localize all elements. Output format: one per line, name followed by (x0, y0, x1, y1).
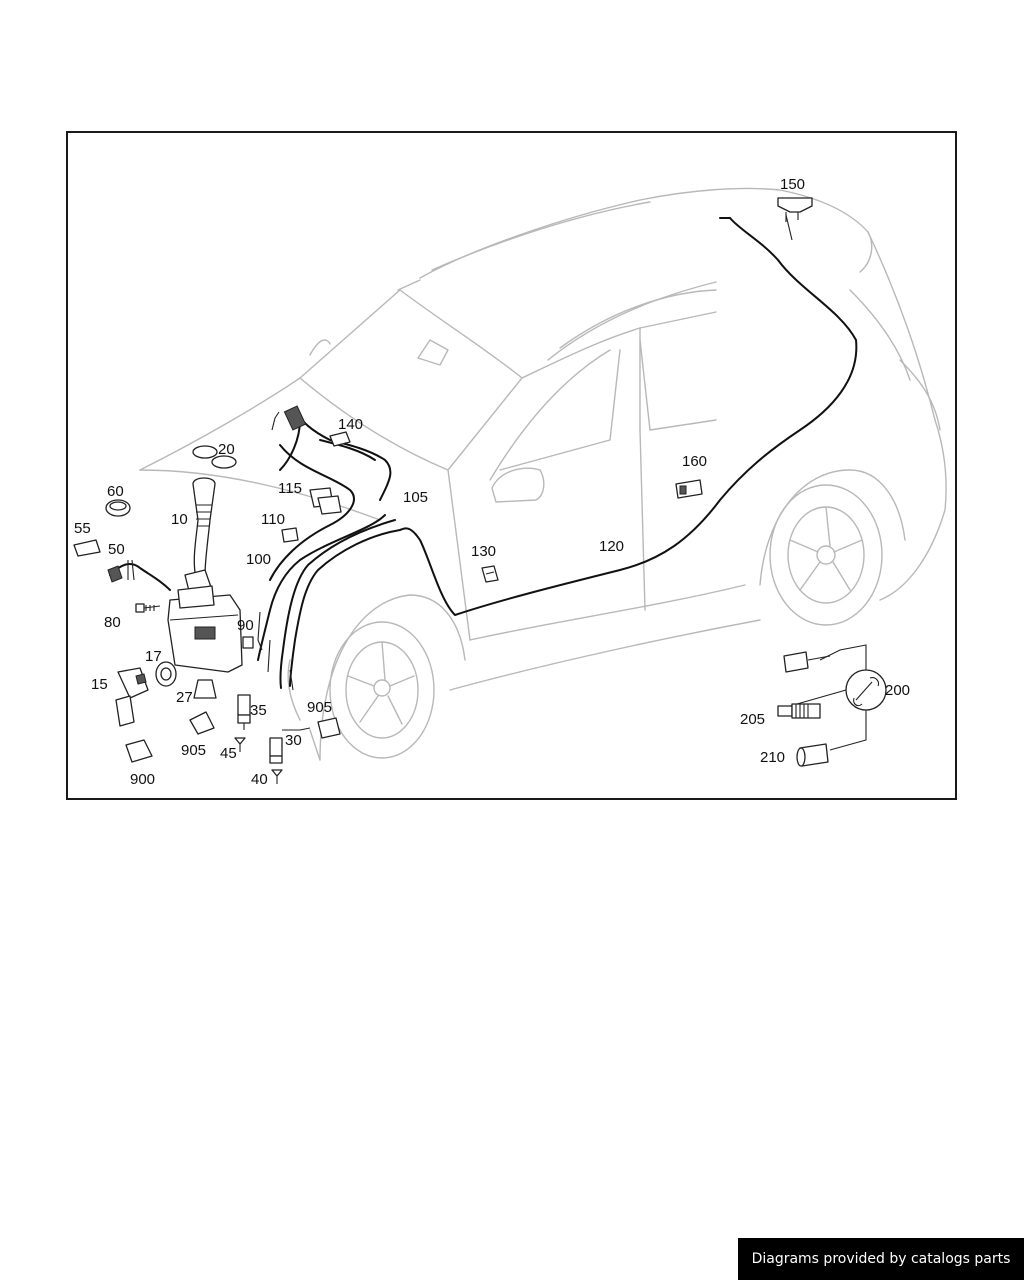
callout-45: 45 (220, 745, 237, 762)
callout-140: 140 (338, 416, 363, 433)
callout-130: 130 (471, 543, 496, 560)
callout-40: 40 (251, 771, 268, 788)
part-80-icon (135, 603, 161, 613)
callout-205: 205 (740, 711, 765, 728)
callout-100: 100 (246, 551, 271, 568)
callout-115: 115 (278, 480, 302, 497)
part-40-icon (271, 769, 283, 784)
part-30-pump-icon (269, 727, 311, 764)
credit-banner: Diagrams provided by catalogs parts (738, 1238, 1024, 1280)
washer-reservoir-icon (167, 585, 254, 673)
callout-30: 30 (285, 732, 302, 749)
connector-upper-icon (783, 651, 831, 673)
callout-110: 110 (261, 511, 285, 528)
callout-150: 150 (780, 176, 805, 193)
part-205-icon (777, 703, 821, 719)
part-17-icon (155, 661, 177, 687)
callout-labels: 150 140 20 60 10 55 50 80 90 17 15 27 35… (74, 176, 910, 788)
part-27-icon (193, 679, 217, 699)
callout-90: 90 (237, 617, 254, 634)
part-45-icon (234, 737, 246, 752)
callout-120: 120 (599, 538, 624, 555)
callout-35: 35 (250, 702, 267, 719)
callout-105: 105 (403, 489, 428, 506)
callout-17: 17 (145, 648, 162, 665)
part-15-pump-icon (115, 667, 149, 727)
part-130-icon (481, 565, 499, 583)
part-160-icon (675, 479, 703, 499)
part-60-icon (105, 499, 131, 517)
callout-60: 60 (107, 483, 124, 500)
callout-20: 20 (218, 441, 235, 458)
parts (73, 197, 887, 784)
callout-210: 210 (760, 749, 785, 766)
wiring-harness (257, 204, 858, 691)
part-905-left-icon (189, 711, 215, 735)
part-115-icon (309, 487, 342, 515)
vehicle-outline (139, 187, 947, 761)
callout-80: 80 (104, 614, 121, 631)
part-10-filler-neck-icon (184, 477, 216, 596)
callout-900: 900 (130, 771, 155, 788)
callout-905-left: 905 (181, 742, 206, 759)
harness-connector-icon (283, 405, 307, 431)
part-55-icon (73, 539, 101, 557)
callout-160: 160 (682, 453, 707, 470)
part-210-icon (796, 743, 829, 767)
part-900-icon (125, 739, 153, 763)
part-110-icon (281, 527, 299, 543)
callout-55: 55 (74, 520, 91, 537)
part-150-icon (777, 197, 813, 222)
part-35-pump-icon (237, 694, 251, 730)
callout-200: 200 (885, 682, 910, 699)
part-50-icon (107, 559, 171, 591)
callout-905-right: 905 (307, 699, 332, 716)
callout-15: 15 (91, 676, 108, 693)
part-200-wrench-icon (789, 644, 887, 751)
callout-50: 50 (108, 541, 125, 558)
part-140-icon (329, 431, 351, 447)
callout-10: 10 (171, 511, 188, 528)
part-20-icon (192, 445, 237, 469)
callout-27: 27 (176, 689, 193, 706)
part-905-right-icon (317, 717, 341, 739)
